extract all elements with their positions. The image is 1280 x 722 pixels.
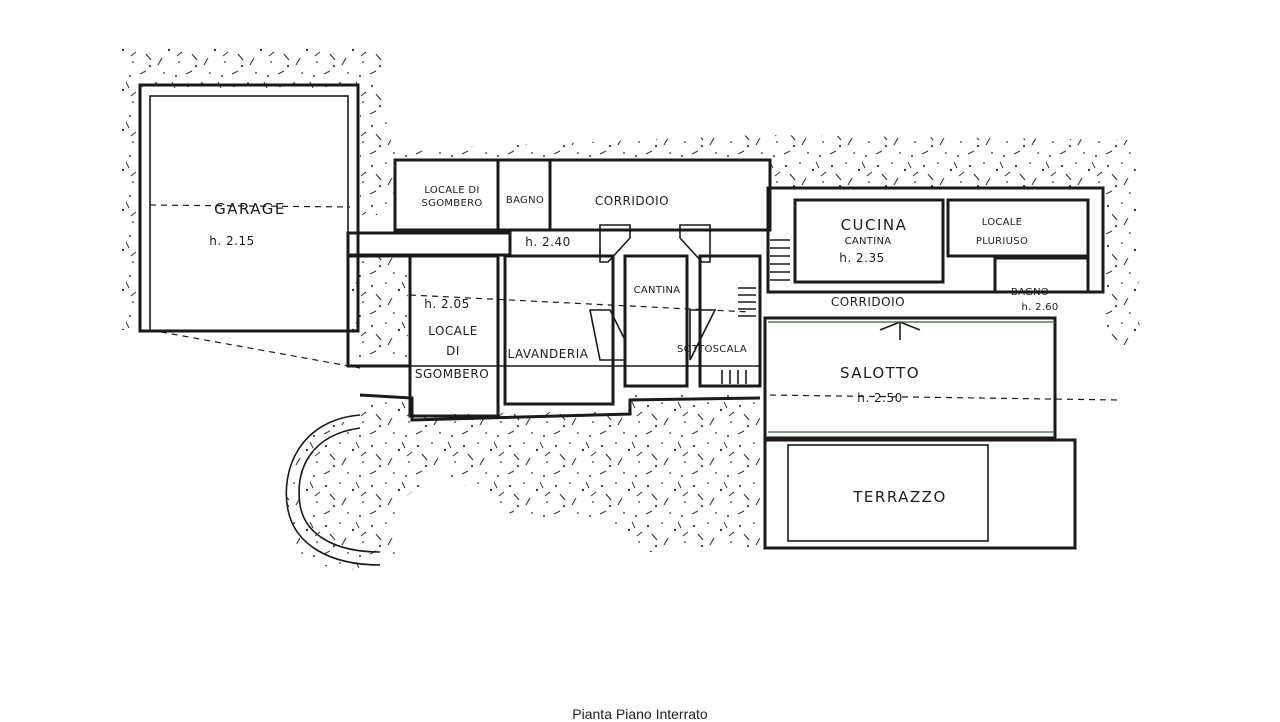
bagno-right-height: h. 2.60 (1021, 302, 1058, 313)
left-wing-walls (346, 158, 772, 422)
terrazzo-label: TERRAZZO (852, 488, 947, 506)
locale-pluriuso-label-1: LOCALE (982, 217, 1023, 228)
locale-sgombero-left-label-2: DI (446, 344, 460, 358)
corridoio-top-label: CORRIDOIO (595, 194, 669, 208)
corridoio-top-height: h. 2.40 (525, 235, 570, 249)
locale-sgombero-top-label-1: LOCALE DI (424, 185, 479, 196)
garden-arc-wall (285, 414, 381, 566)
locale-sgombero-left-height: h. 2.05 (424, 297, 469, 311)
corridoio-right-label: CORRIDOIO (831, 295, 905, 309)
salotto-height: h. 2.50 (857, 391, 902, 405)
cucina-height: h. 2.35 (839, 251, 884, 265)
cucina-label: CUCINA (841, 216, 908, 234)
garage-height-label: h. 2.15 (209, 234, 254, 248)
locale-sgombero-top-label-2: SGOMBERO (422, 198, 483, 209)
stairs-left (721, 287, 756, 384)
plan-caption: Pianta Piano Interrato (572, 706, 708, 722)
locale-sgombero-left-label-3: SGOMBERO (415, 367, 489, 381)
sottoscala-label: SOTTOSCALA (677, 344, 747, 355)
locale-pluriuso-label-2: PLURIUSO (976, 236, 1028, 247)
salotto-label: SALOTTO (840, 364, 920, 382)
bagno-top-label: BAGNO (506, 195, 544, 206)
bagno-right-label: BAGNO (1011, 287, 1049, 298)
terrain-hatching (120, 48, 1140, 572)
right-wing-walls (763, 186, 1121, 550)
lavanderia-label: LAVANDERIA (508, 347, 589, 361)
cucina-sub-label: CANTINA (845, 236, 892, 247)
locale-sgombero-left-label-1: LOCALE (428, 324, 478, 338)
garage-label: GARAGE (214, 200, 286, 218)
stairs-right (770, 239, 790, 281)
room-labels: GARAGE h. 2.15 LOCALE DI SGOMBERO BAGNO … (209, 185, 1058, 506)
garage-room (138, 83, 361, 369)
cantina-label: CANTINA (634, 285, 681, 296)
